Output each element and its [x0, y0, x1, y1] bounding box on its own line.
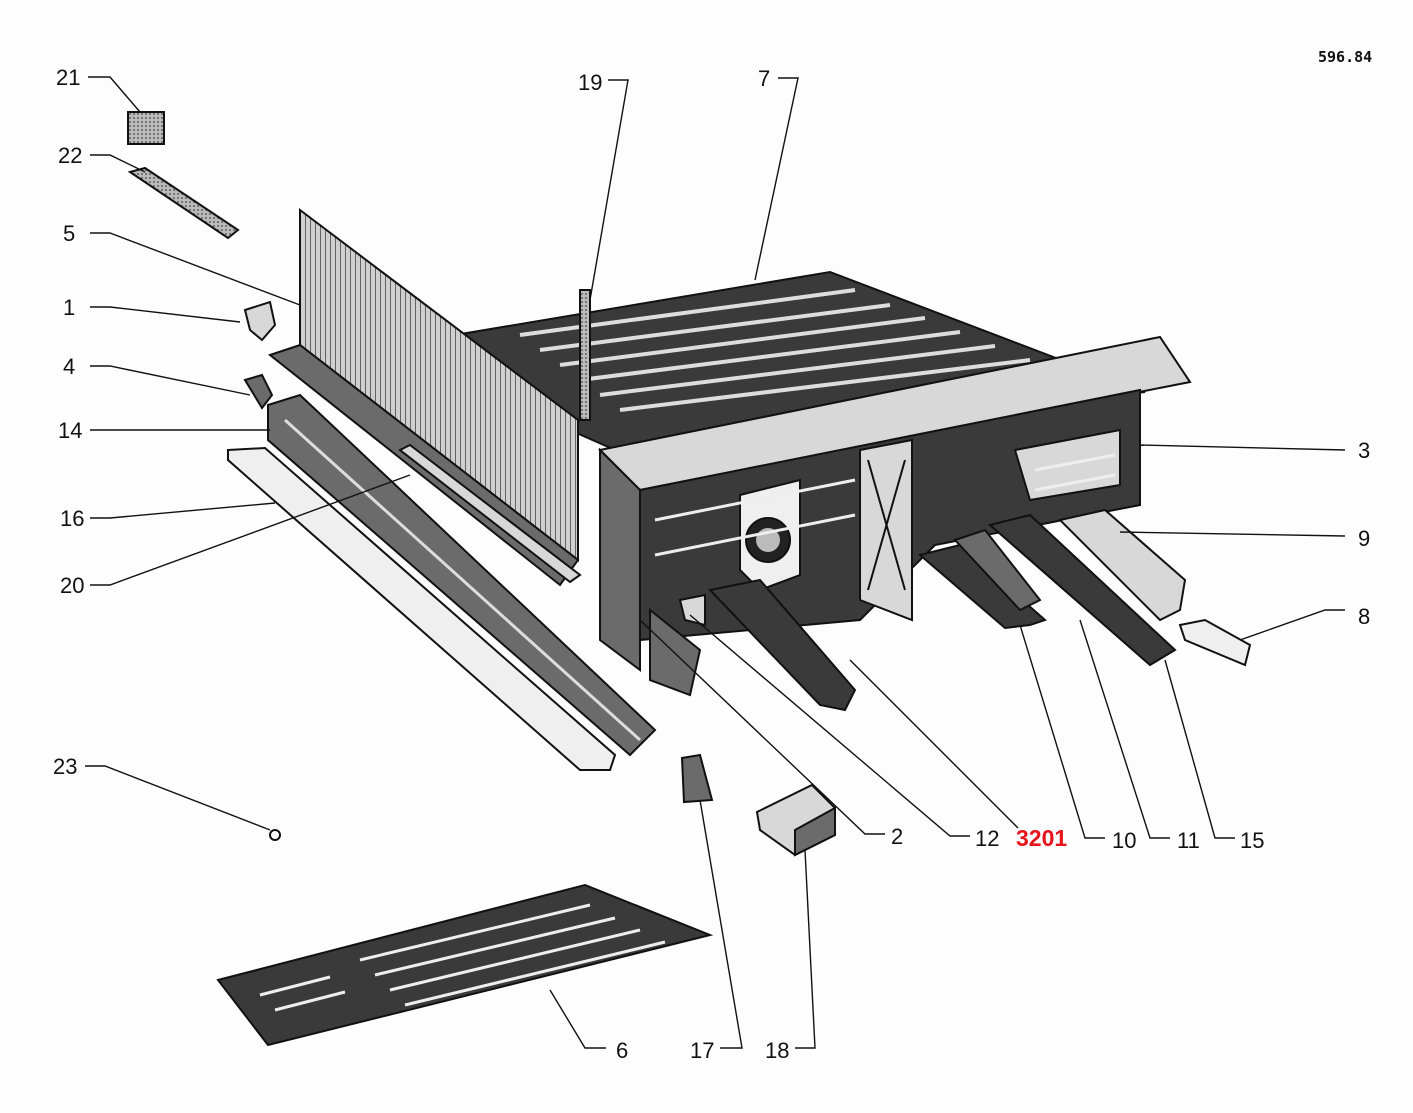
callout-18: 18: [765, 1038, 789, 1063]
part-4-latch: [243, 373, 274, 410]
callout-4: 4: [63, 354, 75, 379]
part-22-strip: [127, 166, 240, 240]
callout-9: 9: [1358, 526, 1370, 551]
callout-2: 2: [891, 824, 903, 849]
callout-5: 5: [63, 221, 75, 246]
callout-8: 8: [1358, 604, 1370, 629]
part-1-clip: [243, 300, 277, 342]
callout-16: 16: [60, 506, 84, 531]
part-9-rail: [1058, 508, 1187, 622]
part-14-sill: [267, 393, 657, 757]
part-20-strip: [398, 443, 582, 584]
callout-22: 22: [58, 143, 82, 168]
callout-11: 11: [1177, 828, 1200, 853]
part-23-nut: [269, 829, 281, 841]
part-10-rail: [917, 543, 1047, 630]
part-6-floor-panel: [216, 883, 714, 1047]
part-12-rail: [678, 578, 857, 712]
part-15-rail: [987, 513, 1177, 667]
callout-12: 12: [975, 826, 999, 851]
part-18-bracket: [755, 783, 836, 857]
part-19-rod: [579, 289, 591, 421]
callout-7: 7: [758, 66, 770, 91]
part-8-bracket: [1178, 618, 1252, 667]
callout-19: 19: [578, 70, 602, 95]
part-16-sill-plate: [227, 446, 617, 771]
callout-1: 1: [63, 295, 75, 320]
callout-3: 3: [1358, 438, 1370, 463]
callout-6: 6: [616, 1038, 628, 1063]
callout-10: 10: [1112, 828, 1136, 853]
callout-20: 20: [60, 573, 84, 598]
part-11-rail: [953, 528, 1042, 612]
callout-14: 14: [58, 418, 82, 443]
callout-labels: 21 22 5 1 4 14 16 20 23 19 7 3 9 8 2 12 …: [53, 65, 1370, 1063]
part-21-pad: [127, 111, 165, 145]
callout-15: 15: [1240, 828, 1264, 853]
callout-17: 17: [690, 1038, 714, 1063]
callout-21: 21: [56, 65, 80, 90]
drawing-code: 596.84: [1318, 48, 1372, 66]
part-17-gusset: [680, 753, 714, 804]
callout-23: 23: [53, 754, 77, 779]
callout-3201-highlight: 3201: [1016, 825, 1067, 851]
leader-lines: [85, 76, 1346, 1049]
part-3-crossmember: [597, 335, 1192, 672]
